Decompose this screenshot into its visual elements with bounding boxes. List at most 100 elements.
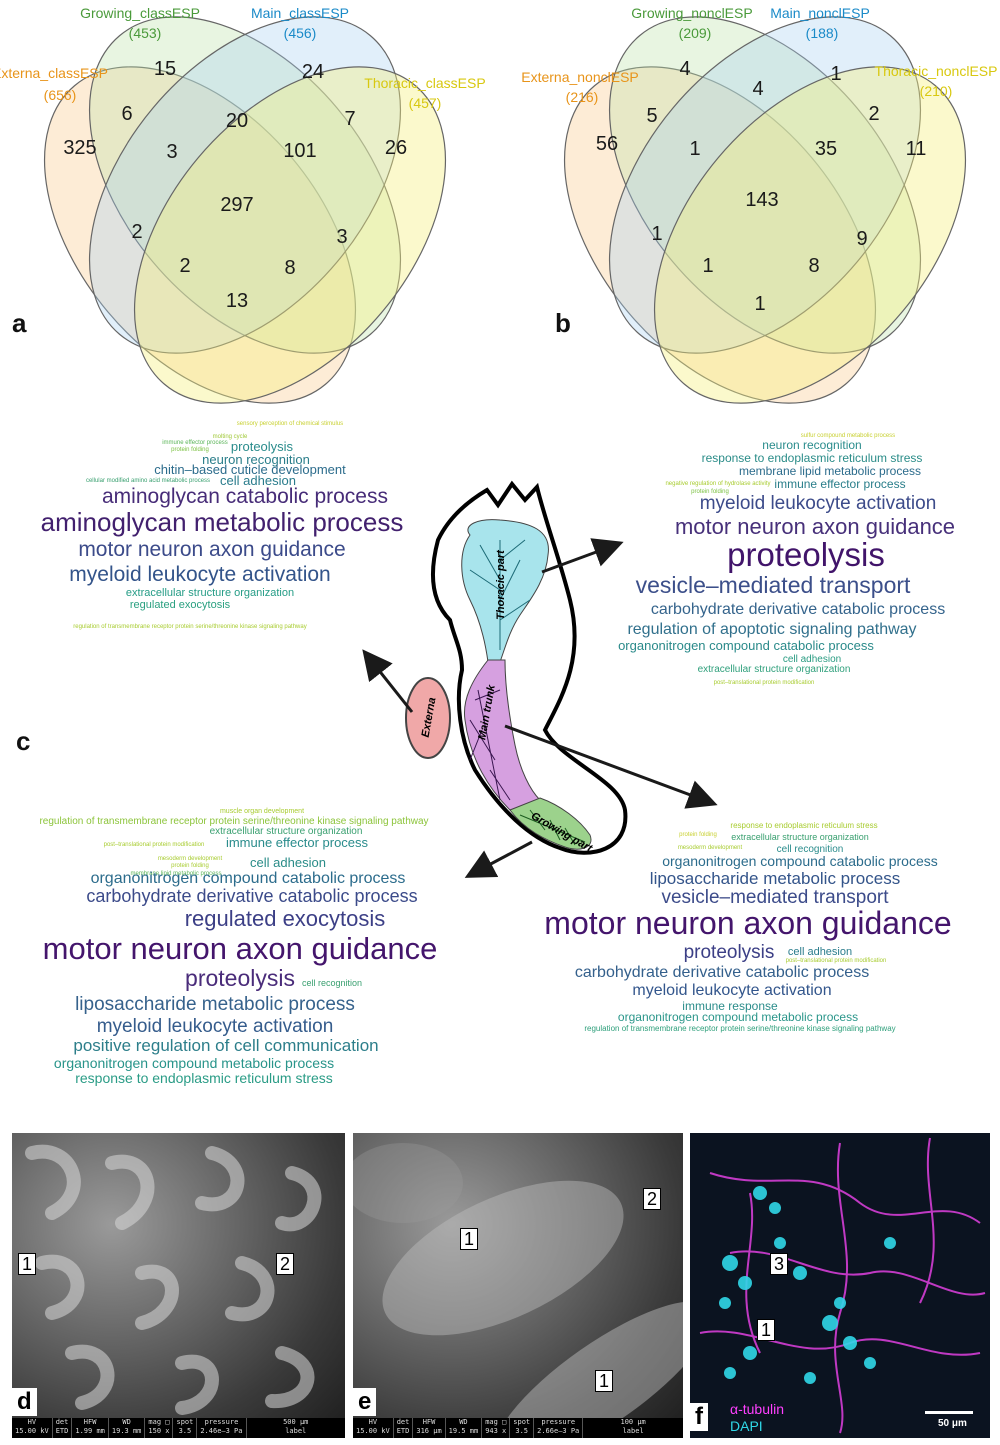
wc-term: post–translational protein modification bbox=[104, 842, 205, 848]
micro-f-label-3: 3 bbox=[770, 1253, 789, 1275]
venn-a-region: 297 bbox=[220, 194, 253, 216]
wc-term: molting cycle bbox=[213, 434, 248, 440]
wc-term: response to endoplasmic reticulum stress bbox=[75, 1070, 333, 1086]
wc-term: carbohydrate derivative catabolic proces… bbox=[575, 964, 869, 981]
venn-b-main-name: Main_nonclESP bbox=[770, 5, 870, 21]
wc-term: protein folding bbox=[679, 832, 717, 838]
micro-e-label-2: 2 bbox=[643, 1188, 662, 1210]
wc-term: immune effector process bbox=[774, 477, 905, 491]
legend-alpha-tubulin: α-tubulin bbox=[730, 1401, 785, 1417]
venn-a-region: 2 bbox=[179, 255, 190, 277]
panel-letter-e: e bbox=[353, 1388, 377, 1416]
venn-a-externa-name: Externa_classESP bbox=[0, 65, 108, 81]
venn-a-region: 24 bbox=[302, 61, 324, 83]
wc-term: muscle organ development bbox=[220, 808, 304, 815]
venn-b-region: 1 bbox=[689, 138, 700, 160]
wc-term: regulated exocytosis bbox=[130, 599, 231, 611]
micrograph-f: 3 1 f α-tubulin DAPI 50 μm bbox=[690, 1133, 990, 1438]
wc-term: cell adhesion bbox=[220, 473, 296, 488]
wc-term: myeloid leukocyte activation bbox=[97, 1016, 334, 1037]
wc-term: extracellular structure organization bbox=[731, 832, 869, 842]
venn-b-main-count: (188) bbox=[806, 25, 839, 41]
wc-term: organonitrogen compound catabolic proces… bbox=[91, 870, 406, 887]
wc-term: organonitrogen compound catabolic proces… bbox=[618, 638, 874, 653]
venn-b-region: 5 bbox=[646, 105, 657, 127]
venn-b-region: 1 bbox=[754, 293, 765, 315]
arrow-to-main-cloud bbox=[504, 724, 718, 809]
venn-a-region: 6 bbox=[121, 103, 132, 125]
venn-a-region: 3 bbox=[166, 141, 177, 163]
venn-b-region: 4 bbox=[679, 58, 690, 80]
wc-term: post–translational protein modification bbox=[714, 680, 815, 686]
wc-term: extracellular structure organization bbox=[210, 826, 363, 837]
growing-roots bbox=[519, 809, 586, 846]
wc-term: liposaccharide metabolic process bbox=[75, 994, 355, 1015]
wc-term: myeloid leukocyte activation bbox=[700, 493, 937, 514]
venn-b: Externa_nonclESP (216) Growing_nonclESP … bbox=[521, 5, 997, 404]
rhizocephalan-diagram: Thoracic part Main trunk Externa Growing… bbox=[362, 480, 718, 878]
wc-term: carbohydrate derivative catabolic proces… bbox=[86, 886, 417, 906]
wc-term: carbohydrate derivative catabolic proces… bbox=[651, 601, 945, 618]
wc-term: cellular modified amino acid metabolic p… bbox=[86, 478, 210, 484]
wc-term: extracellular structure organization bbox=[126, 587, 294, 599]
wc-term: organonitrogen compound metabolic proces… bbox=[618, 1010, 858, 1024]
wc-term: motor neuron axon guidance bbox=[78, 538, 345, 561]
venn-b-region: 1 bbox=[651, 223, 662, 245]
venn-a-thoracic-set bbox=[133, 66, 447, 404]
wc-term: cell recognition bbox=[302, 978, 362, 988]
venn-a-growing-count: (453) bbox=[129, 25, 162, 41]
micro-d-label-1: 1 bbox=[18, 1253, 37, 1275]
venn-b-region: 56 bbox=[596, 133, 618, 155]
venn-a-thoracic-name: Thoracic_classESP bbox=[364, 75, 485, 91]
venn-b-region: 2 bbox=[868, 103, 879, 125]
wc-term: response to endoplasmic reticulum stress bbox=[702, 451, 923, 465]
label-thoracic-part: Thoracic part bbox=[495, 549, 507, 620]
legend-dapi: DAPI bbox=[730, 1418, 763, 1434]
bar-cell: mag □943 x bbox=[482, 1418, 511, 1438]
micro-e-label-1b: 1 bbox=[595, 1370, 614, 1392]
scale-bar bbox=[925, 1411, 973, 1414]
wc-term: aminoglycan metabolic process bbox=[41, 507, 404, 537]
venn-a-region: 20 bbox=[226, 110, 248, 132]
panel-letter-d: d bbox=[12, 1388, 37, 1416]
wc-term: cell adhesion bbox=[250, 855, 326, 870]
venn-a-growing-set bbox=[88, 16, 402, 354]
venn-a-growing-name: Growing_classESP bbox=[80, 5, 200, 21]
wc-term: motor neuron axon guidance bbox=[675, 514, 955, 539]
wc-term: immune response bbox=[682, 999, 778, 1013]
wc-term: sulfur compound metabolic process bbox=[801, 433, 895, 439]
wc-term: negative regulation of hydrolase activit… bbox=[665, 481, 770, 487]
venn-a-region: 15 bbox=[154, 58, 176, 80]
venn-b-region: 9 bbox=[856, 228, 867, 250]
wc-term: motor neuron axon guidance bbox=[43, 931, 438, 966]
wc-term: motor neuron axon guidance bbox=[544, 905, 951, 941]
micro-f-label-1: 1 bbox=[757, 1319, 776, 1341]
sem-texture-d bbox=[25, 1144, 322, 1415]
venn-b-externa-count: (216) bbox=[566, 89, 599, 105]
wc-term: aminoglycan catabolic process bbox=[102, 485, 388, 508]
wc-term: protein folding bbox=[171, 447, 209, 453]
venn-b-main-set bbox=[608, 16, 922, 354]
wordcloud-externa: sensory perception of chemical stimulus … bbox=[41, 421, 404, 630]
venn-b-region: 11 bbox=[906, 138, 927, 160]
arrow-to-thoracic-cloud bbox=[541, 538, 624, 574]
wc-term: neuron recognition bbox=[762, 438, 861, 452]
wc-term: mesoderm development bbox=[158, 856, 223, 862]
wc-term: proteolysis bbox=[231, 439, 294, 454]
wc-term: extracellular structure organization bbox=[698, 664, 851, 675]
venn-b-region: 143 bbox=[745, 189, 778, 211]
venn-b-thoracic-set bbox=[653, 66, 967, 404]
